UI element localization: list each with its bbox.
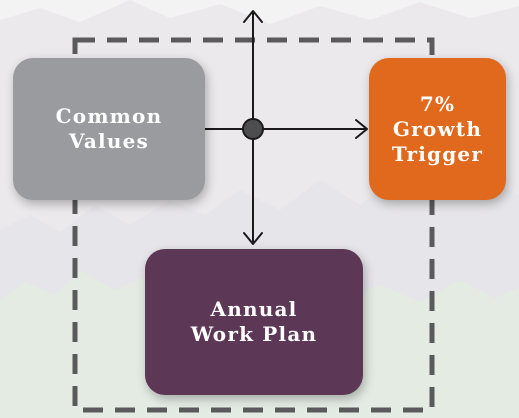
arrow-down-icon: [243, 232, 263, 245]
arrow-up-icon: [243, 10, 263, 23]
node-common-values-label: Common Values: [55, 104, 163, 153]
arrow-right-icon: [355, 119, 368, 139]
node-annual-work-plan: Annual Work Plan: [145, 249, 363, 395]
node-common-values: Common Values: [13, 58, 205, 200]
node-growth-trigger: 7% Growth Trigger: [369, 58, 506, 200]
node-growth-trigger-label: 7% Growth Trigger: [391, 91, 484, 166]
node-annual-work-plan-label: Annual Work Plan: [190, 297, 318, 346]
arrowheads: [243, 10, 368, 245]
junction-node: [242, 118, 264, 140]
